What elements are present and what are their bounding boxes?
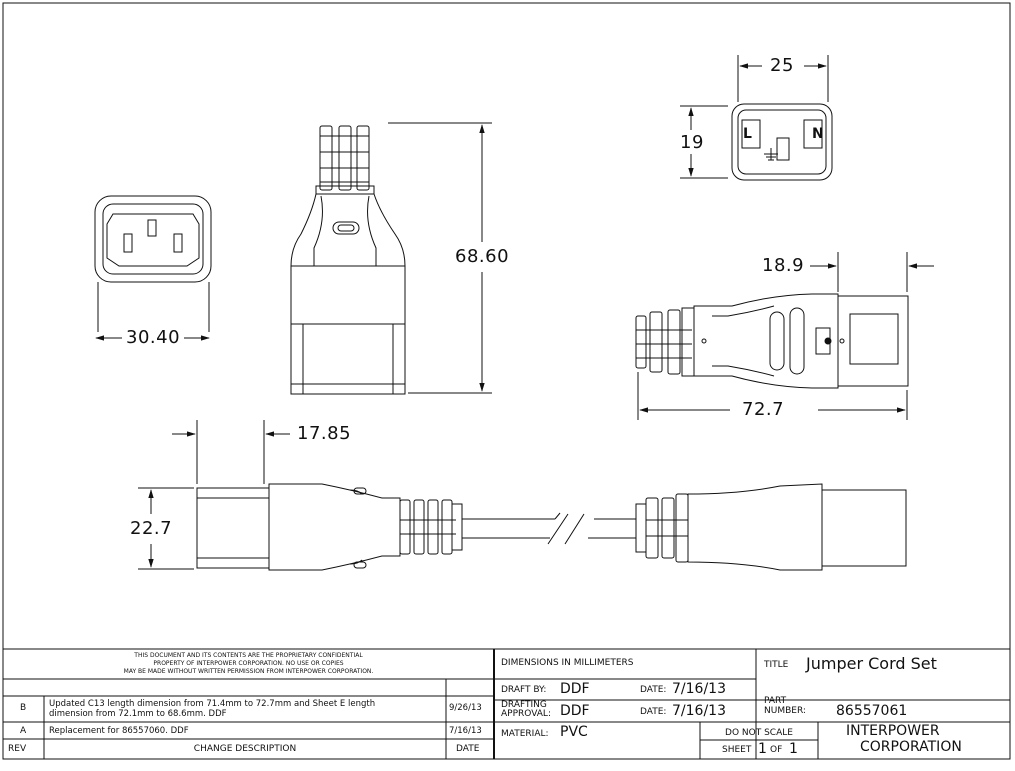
horizontal-side-view — [635, 252, 934, 420]
rev-b-date: 9/26/13 — [449, 703, 482, 713]
dim-front-width: 30.40 — [126, 327, 181, 348]
title-label: TITLE — [764, 660, 789, 670]
front-view — [94, 195, 212, 341]
confidential-line-3: MAY BE MADE WITHOUT WRITTEN PERMISSION F… — [123, 668, 374, 675]
draft-by: DDF — [560, 681, 590, 697]
part-label-2: NUMBER: — [764, 706, 806, 716]
sheet-number: 1 — [758, 741, 767, 757]
dim-boot-width: 17.85 — [297, 423, 352, 444]
dim-face-width: 25 — [770, 55, 794, 76]
company-name-2: CORPORATION — [860, 739, 962, 755]
rev-b-desc-1: Updated C13 length dimension from 71.4mm… — [49, 699, 376, 709]
part-number: 86557061 — [836, 703, 908, 719]
dim-face-height: 19 — [680, 132, 704, 153]
rev-header: REV — [8, 744, 27, 754]
sheet-border — [2, 2, 1011, 760]
title-block-lines — [3, 648, 1010, 759]
rev-a-desc: Replacement for 86557060. DDF — [49, 726, 189, 736]
confidential-line-2: PROPERTY OF INTERPOWER CORPORATION. NO U… — [153, 660, 344, 667]
part-label-1: PART — [764, 696, 787, 706]
approval-date: 7/16/13 — [672, 703, 726, 719]
rev-b-desc-2: dimension from 72.1mm to 68.6mm. DDF — [49, 709, 227, 719]
dim-assembly-height: 22.7 — [130, 518, 173, 539]
scale-note: DO NOT SCALE — [725, 728, 793, 738]
side-view — [290, 122, 492, 395]
assembly-view — [138, 420, 907, 571]
company-name-1: INTERPOWER — [846, 723, 940, 739]
desc-header: CHANGE DESCRIPTION — [193, 744, 297, 754]
rev-b-letter: B — [20, 703, 27, 713]
dim-side-height: 68.60 — [455, 246, 510, 267]
rev-a-letter: A — [20, 726, 27, 736]
material-label: MATERIAL: — [501, 729, 549, 739]
face-view — [680, 55, 833, 181]
draft-date: 7/16/13 — [672, 681, 726, 697]
draft-date-label: DATE: — [640, 685, 667, 695]
material-value: PVC — [560, 724, 588, 740]
approval-by: DDF — [560, 703, 590, 719]
dim-plug-length: 18.9 — [762, 255, 805, 276]
draft-label: DRAFT BY: — [501, 685, 547, 695]
units-note: DIMENSIONS IN MILLIMETERS — [501, 658, 634, 668]
dim-overall-length: 72.7 — [742, 399, 785, 420]
sheet-of: OF — [770, 745, 783, 755]
sheet-total: 1 — [789, 741, 798, 757]
approval-label-2: APPROVAL: — [501, 709, 551, 719]
sheet-label: SHEET — [722, 745, 752, 755]
approval-date-label: DATE: — [640, 707, 667, 717]
date-header: DATE — [456, 744, 480, 754]
face-label-left: L — [743, 126, 752, 142]
drawing-title: Jumper Cord Set — [806, 654, 937, 673]
approval-label-1: DRAFTING — [501, 700, 547, 710]
confidential-line-1: THIS DOCUMENT AND ITS CONTENTS ARE THE P… — [134, 652, 363, 659]
rev-a-date: 7/16/13 — [449, 726, 482, 736]
face-label-right: N — [812, 126, 824, 142]
